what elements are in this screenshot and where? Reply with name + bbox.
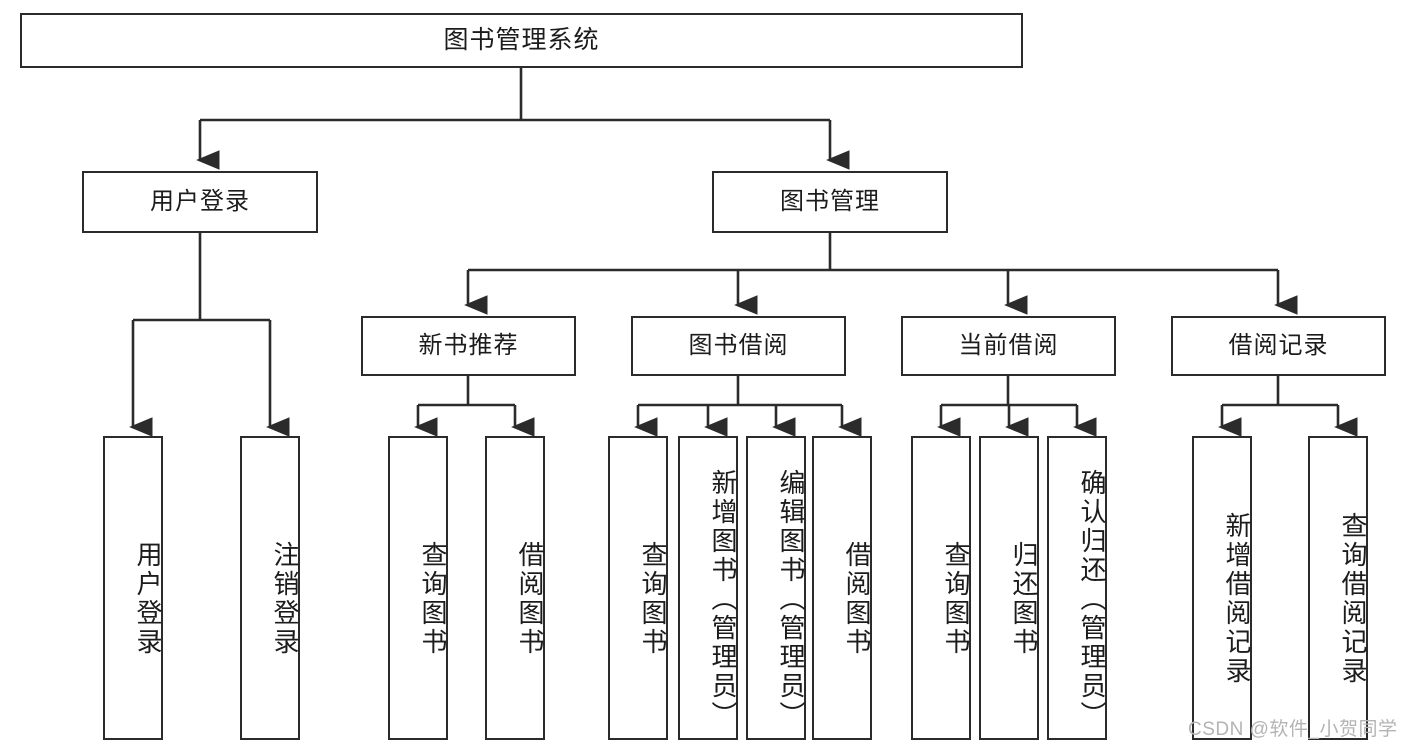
leaf-recommend-borrow-book[interactable]: 借阅图书 xyxy=(485,436,545,740)
node-label: 确认归还（管理员） xyxy=(1077,468,1107,730)
node-label: 用户登录 xyxy=(150,188,250,216)
node-label: 借阅图书 xyxy=(515,541,545,657)
node-label: 查询图书 xyxy=(941,541,971,657)
node-label: 编辑图书（管理员） xyxy=(776,468,806,730)
leaf-current-query-book[interactable]: 查询图书 xyxy=(911,436,971,740)
leaf-record-query-record[interactable]: 查询借阅记录 xyxy=(1308,436,1368,740)
node-label: 新增借阅记录 xyxy=(1222,512,1252,686)
node-label: 查询借阅记录 xyxy=(1338,512,1368,686)
node-label: 归还图书 xyxy=(1009,541,1039,657)
leaf-user-logout[interactable]: 注销登录 xyxy=(240,436,300,740)
node-label: 新增图书（管理员） xyxy=(708,468,738,730)
node-label: 查询图书 xyxy=(418,541,448,657)
node-label: 图书管理系统 xyxy=(443,26,600,55)
leaf-current-return-book[interactable]: 归还图书 xyxy=(979,436,1039,740)
node-root-system[interactable]: 图书管理系统 xyxy=(20,13,1023,68)
node-label: 查询图书 xyxy=(638,541,668,657)
node-label: 借阅记录 xyxy=(1228,332,1329,360)
leaf-borrow-edit-book-admin[interactable]: 编辑图书（管理员） xyxy=(746,436,806,740)
node-label: 用户登录 xyxy=(133,541,163,657)
node-label: 图书借阅 xyxy=(688,332,789,360)
node-book-management[interactable]: 图书管理 xyxy=(712,171,948,233)
csdn-watermark: CSDN @软件_小贺同学 xyxy=(1188,719,1398,740)
leaf-borrow-query-book[interactable]: 查询图书 xyxy=(608,436,668,740)
node-label: 注销登录 xyxy=(270,541,300,657)
node-label: 图书管理 xyxy=(780,188,880,216)
node-label: 借阅图书 xyxy=(842,541,872,657)
node-current-borrow[interactable]: 当前借阅 xyxy=(901,316,1116,376)
leaf-current-confirm-return-admin[interactable]: 确认归还（管理员） xyxy=(1047,436,1107,740)
leaf-record-add-record[interactable]: 新增借阅记录 xyxy=(1192,436,1252,740)
leaf-user-login[interactable]: 用户登录 xyxy=(103,436,163,740)
leaf-borrow-borrow-book[interactable]: 借阅图书 xyxy=(812,436,872,740)
node-label: 新书推荐 xyxy=(418,332,519,360)
node-book-borrow[interactable]: 图书借阅 xyxy=(631,316,846,376)
leaf-borrow-add-book-admin[interactable]: 新增图书（管理员） xyxy=(678,436,738,740)
node-user-login[interactable]: 用户登录 xyxy=(82,171,318,233)
node-borrow-record[interactable]: 借阅记录 xyxy=(1171,316,1386,376)
leaf-recommend-query-book[interactable]: 查询图书 xyxy=(388,436,448,740)
node-new-book-recommend[interactable]: 新书推荐 xyxy=(361,316,576,376)
node-label: 当前借阅 xyxy=(958,332,1059,360)
